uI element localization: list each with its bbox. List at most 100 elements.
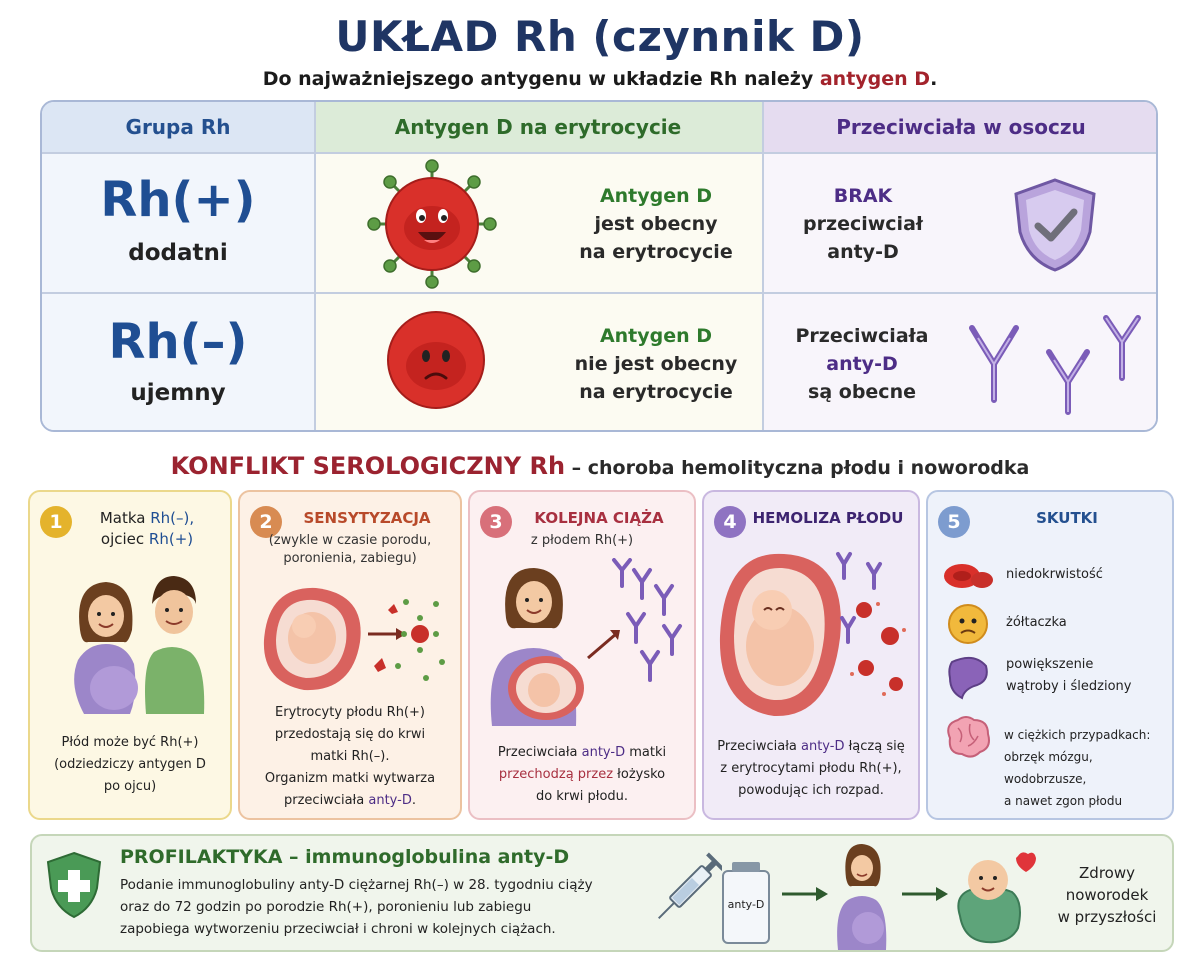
prophylaxis-title: PROFILAKTYKA – immunoglobulina anty-D [120, 846, 570, 868]
vial-label: anty-D [727, 898, 765, 911]
table-divider [762, 102, 764, 430]
healthy-newborn-text: Zdrowy noworodek w przyszłości [1042, 862, 1172, 928]
step-number: 5 [938, 506, 970, 538]
antigen-present-l2: jest obecny [594, 213, 718, 235]
shield-check-icon [1014, 178, 1096, 272]
parents-illustration [74, 576, 205, 714]
subtitle-end: . [930, 68, 938, 90]
healthy-2: noworodek [1065, 886, 1149, 904]
jaundice-face-icon [948, 604, 988, 644]
step-2-sub: (zwykle w czasie porodu, poronienia, zab… [250, 532, 450, 568]
no-antibodies-l1: BRAK [833, 185, 893, 207]
healthy-1: Zdrowy [1079, 864, 1135, 882]
step-1-title-c: ojciec [100, 530, 149, 548]
page-title: UKŁAD Rh (czynnik D) [335, 12, 865, 61]
step-2-text-2: przedostają się do krwi [274, 727, 426, 742]
step-1-text-3: po ojcu) [103, 779, 157, 794]
anemia-icon [944, 564, 993, 588]
rbc-without-antigen-icon [387, 311, 485, 409]
step-1-title-d: Rh(+) [148, 530, 194, 548]
step-3-text: Przeciwciała anty-D matki przechodzą prz… [478, 742, 686, 808]
step-2-card: 2 SENSYTYZACJA (zwykle w czasie porodu, … [238, 490, 462, 820]
effect-severe-1: w ciężkich przypadkach: [1004, 728, 1151, 742]
step-4-text-1c: łączą się [844, 739, 905, 754]
antigen-absent-text: Antygen D nie jest obecny na erytrocycie [556, 322, 756, 406]
step-5-card: 5 SKUTKI niedokrwistość żółtaczka powięk… [926, 490, 1174, 820]
subtitle-highlight: antygen D [819, 68, 931, 90]
step-2-text-3: matki Rh(–). [310, 749, 390, 764]
rh-positive-sub: dodatni [128, 240, 228, 266]
antibodies-icon [969, 315, 1141, 415]
step-number: 2 [250, 506, 282, 538]
table-divider [42, 152, 1156, 154]
subtitle-text: Do najważniejszego antygenu w układzie R… [262, 68, 820, 90]
step-4-title: HEMOLIZA PŁODU [752, 509, 904, 527]
antigen-absent-l2: nie jest obecny [574, 353, 738, 375]
step-3-sub: z płodem Rh(+) [530, 533, 634, 548]
effect-organomegaly-2: wątroby i śledziony [1006, 679, 1132, 694]
healthy-3: w przyszłości [1057, 908, 1157, 926]
pregnant-woman-icon [837, 844, 887, 950]
row-positive-antigen-cell: Antygen D jest obecny na erytrocycie [316, 154, 762, 292]
antibodies-present-l3: są obecne [808, 381, 916, 403]
rbc-with-antigen-icon [367, 159, 497, 289]
rh-negative-label: Rh(–) [108, 314, 248, 370]
effect-severe-2: obrzęk mózgu, wodobrzusze, [1004, 750, 1093, 786]
step-3-text-1a: Przeciwciała [497, 745, 582, 760]
effect-severe-3: a nawet zgon płodu [1004, 794, 1123, 808]
step-3-card: 3 KOLEJNA CIĄŻA z płodem Rh(+) Przeciwci… [468, 490, 696, 820]
step-3-text-2b: łożysko [613, 767, 666, 782]
antibodies-present-text: Przeciwciała anty-D są obecne [782, 322, 942, 406]
prophylaxis-panel: PROFILAKTYKA – immunoglobulina anty-D Po… [30, 834, 1174, 952]
antigen-absent-l3: na erytrocycie [579, 381, 733, 403]
table-divider [42, 292, 1156, 294]
rh-negative-sub: ujemny [130, 380, 226, 406]
step-2-text-5b: anty-D [368, 793, 412, 808]
effect-organomegaly: powiększenie wątroby i śledziony [1006, 654, 1132, 698]
table-divider [314, 102, 316, 430]
effect-anemia: niedokrwistość [1006, 567, 1103, 582]
step-1-card: 1 Matka Rh(–), ojciec Rh(+) Płód może by… [28, 490, 232, 820]
page-subtitle: Do najważniejszego antygenu w układzie R… [0, 68, 1200, 90]
no-antibodies-text: BRAK przeciwciał anty-D [788, 182, 938, 266]
antigen-present-text: Antygen D jest obecny na erytrocycie [556, 182, 756, 266]
step-1-text-1: Płód może być Rh(+) [61, 735, 199, 750]
row-negative-antigen-cell: Antygen D nie jest obecny na erytrocycie [316, 294, 762, 430]
row-positive-group-cell: Rh(+) dodatni [42, 154, 314, 292]
step-4-text-1a: Przeciwciała [717, 739, 801, 754]
step-4-text-2: z erytrocytami płodu Rh(+), [720, 761, 902, 776]
no-antibodies-l3: anty-D [827, 241, 899, 263]
antigen-absent-l1: Antygen D [599, 325, 713, 347]
step-2-text: Erytrocyty płodu Rh(+) przedostają się d… [248, 702, 452, 812]
step-2-title: SENSYTYZACJA [303, 509, 431, 527]
step-1-title-b: Rh(–), [150, 509, 195, 527]
prophylaxis-text-3: zapobiega wytworzeniu przeciwciał i chro… [120, 921, 556, 937]
step-1-text: Płód może być Rh(+) (odziedziczy antygen… [38, 732, 222, 798]
step-4-text: Przeciwciała anty-D łączą się z erytrocy… [712, 736, 910, 802]
row-negative-group-cell: Rh(–) ujemny [42, 294, 314, 430]
header-antigen: Antygen D na erytrocycie [314, 102, 762, 152]
effect-jaundice: żółtaczka [1006, 615, 1067, 630]
syringe-icon [658, 852, 722, 919]
antigen-present-l1: Antygen D [599, 185, 713, 207]
step-number: 4 [714, 506, 746, 538]
step-3-text-1b: anty-D [581, 745, 626, 760]
row-positive-antibody-cell: BRAK przeciwciał anty-D [764, 154, 1156, 292]
brain-icon [947, 716, 990, 758]
step-2-text-1: Erytrocyty płodu Rh(+) [275, 705, 425, 720]
conflict-title: KONFLIKT SEROLOGICZNY Rh – choroba hemol… [0, 452, 1200, 480]
shield-plus-icon [46, 851, 102, 919]
step-5-title: SKUTKI [1036, 509, 1098, 527]
effect-organomegaly-1: powiększenie [1006, 657, 1094, 672]
liver-spleen-icon [948, 656, 988, 700]
step-1-title: Matka Rh(–), ojciec Rh(+) [70, 508, 224, 550]
sensitization-illustration [263, 587, 445, 691]
antibodies-present-l1: Przeciwciała [795, 325, 929, 347]
no-antibodies-l2: przeciwciał [803, 213, 923, 235]
header-antibodies: Przeciwciała w osoczu [762, 102, 1156, 152]
rh-positive-label: Rh(+) [100, 172, 256, 228]
step-4-text-3: powodując ich rozpad. [738, 783, 884, 798]
step-3-title: KOLEJNA CIĄŻA [534, 509, 664, 527]
step-number: 3 [480, 506, 512, 538]
arrow-right-icon [902, 887, 948, 901]
